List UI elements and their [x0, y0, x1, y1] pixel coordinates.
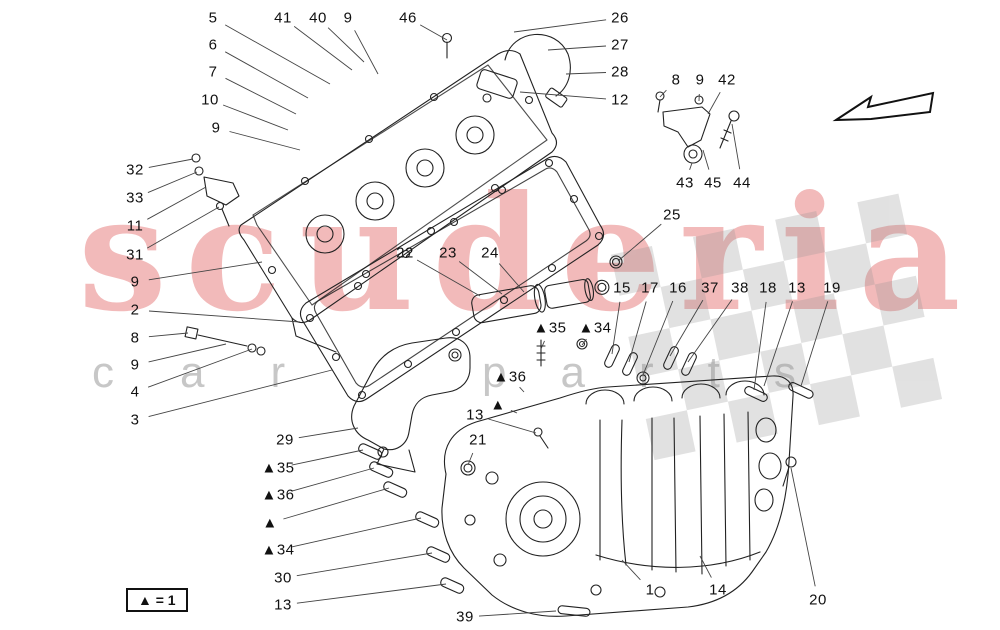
legend-box: ▲ = 1 — [126, 588, 188, 612]
legend-text: ▲ = 1 — [138, 592, 176, 608]
direction-arrow-icon — [832, 91, 935, 122]
leader-lines — [146, 19, 829, 617]
line-art — [184, 32, 814, 617]
checkered-flag-watermark — [610, 193, 943, 461]
